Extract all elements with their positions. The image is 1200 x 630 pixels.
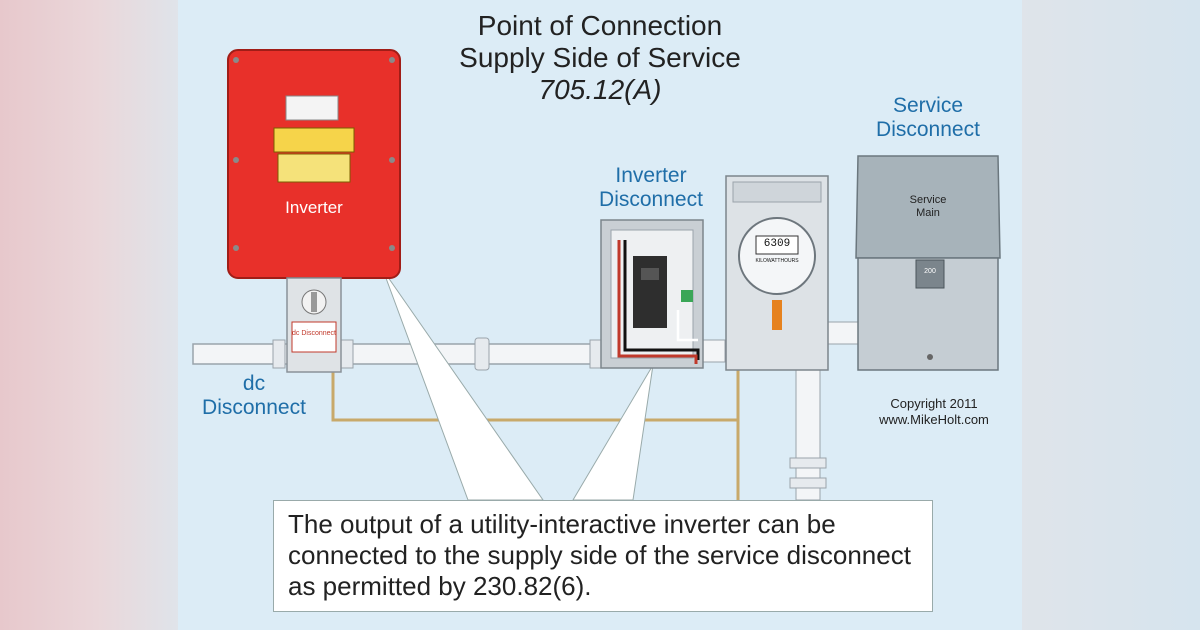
conduit-strap <box>474 337 490 371</box>
dc-disconnect-plate-text: dc Disconnect <box>292 330 336 337</box>
dc-disconnect-lever <box>311 292 317 312</box>
inverter-rating-label <box>277 153 351 183</box>
meter-socket-hood <box>732 181 822 203</box>
conduit <box>192 343 604 365</box>
copyright-line2: www.MikeHolt.com <box>879 412 989 427</box>
inverter-warning-label <box>273 127 355 153</box>
copyright: Copyright 2011 www.MikeHolt.com <box>854 396 1014 428</box>
dc-disconnect-label: dc Disconnect <box>202 372 306 419</box>
circuit-breaker <box>633 256 667 328</box>
service-disconnect-hood <box>855 155 1001 259</box>
conductor-red <box>617 240 698 364</box>
service-disconnect-label: Service Disconnect <box>876 94 980 141</box>
riser-coupling <box>789 477 827 489</box>
riser-coupling <box>789 457 827 469</box>
inverter-label: Inverter <box>285 198 343 217</box>
inverter-disconnect-label: Inverter Disconnect <box>599 164 703 211</box>
inverter-display <box>285 95 339 121</box>
conduit-coupling <box>272 339 286 369</box>
inverter-screws <box>233 57 395 251</box>
ground-wire <box>331 360 740 422</box>
meter-glass <box>738 217 816 295</box>
diagram-title-line2: Supply Side of Service <box>459 42 741 73</box>
conduit-coupling <box>340 339 354 369</box>
enclosure-screw <box>927 354 933 360</box>
callout-pointer-inverter <box>382 269 544 501</box>
diagram-title-code-ref: 705.12(A) <box>538 74 662 105</box>
callout-pointer-disconnect <box>572 364 654 501</box>
diagram-title-line1: Point of Connection <box>477 10 723 41</box>
dc-disconnect-plate <box>291 321 337 353</box>
conduit-nipple <box>827 321 861 345</box>
copyright-line1: Copyright 2011 <box>890 396 978 411</box>
conductor-white <box>676 310 698 342</box>
service-main-label: Service Main <box>909 194 947 219</box>
diagram-canvas: Point of Connection Supply Side of Servi… <box>178 0 1022 630</box>
meter-reading: 6309 <box>763 238 791 250</box>
meter-units: KILOWATTHOURS <box>755 258 799 264</box>
breaker-handle <box>641 268 659 280</box>
conductor-black <box>623 240 700 360</box>
explanation-note: The output of a utility-interactive inve… <box>273 500 933 612</box>
conduit-nipple <box>700 339 726 363</box>
meter-seal <box>772 300 782 330</box>
main-breaker-rating: 200 <box>924 268 936 275</box>
main-breaker-handle <box>915 259 945 289</box>
meter-register <box>755 235 799 255</box>
diagram-graphics <box>192 49 1001 501</box>
ground-bar <box>681 290 693 302</box>
conduit-coupling <box>589 339 603 369</box>
